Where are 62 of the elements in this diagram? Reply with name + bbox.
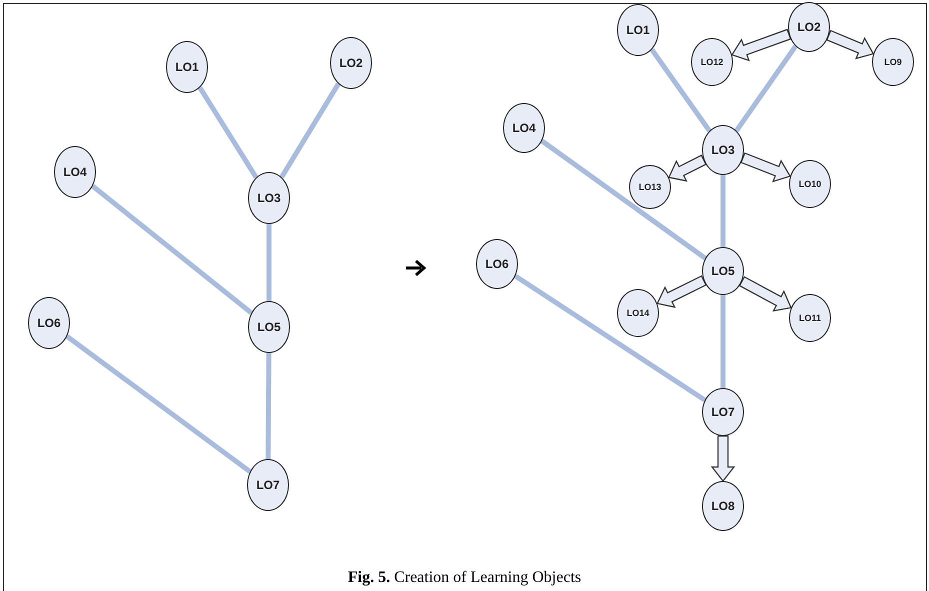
connector-line <box>650 48 712 132</box>
node-label: LO8 <box>711 500 735 512</box>
block-arrow <box>740 152 791 182</box>
node-ellipse <box>476 239 518 289</box>
connector-line <box>734 44 798 132</box>
connector-line <box>66 334 252 474</box>
node-label: LO5 <box>711 265 735 277</box>
block-arrow <box>656 275 707 308</box>
connector-line <box>91 184 253 315</box>
node-ellipse <box>789 294 831 342</box>
node-ellipse <box>248 172 290 224</box>
node-label: LO4 <box>512 122 536 134</box>
node-label: LO10 <box>798 180 822 188</box>
node-ellipse <box>503 103 545 153</box>
node-label: LO2 <box>339 57 363 69</box>
node-label: LO6 <box>37 317 61 329</box>
node-label: LO1 <box>175 61 199 73</box>
node-label: LO3 <box>257 192 281 204</box>
node-ellipse <box>872 38 914 86</box>
node-ellipse <box>166 41 208 93</box>
node-label: LO1 <box>626 24 650 36</box>
node-ellipse <box>691 38 733 86</box>
block-arrow <box>738 276 792 312</box>
node-label: LO7 <box>711 406 735 418</box>
node-label: LO3 <box>711 144 735 156</box>
node-ellipse <box>28 297 70 349</box>
node-label: LO13 <box>638 182 662 192</box>
node-label: LO4 <box>63 166 87 178</box>
node-label: LO9 <box>884 58 902 66</box>
node-ellipse <box>702 247 744 295</box>
node-label: LO6 <box>485 258 509 270</box>
block-arrow <box>668 154 707 182</box>
node-ellipse <box>330 37 372 89</box>
block-arrow <box>826 30 874 60</box>
node-label: LO7 <box>256 479 280 491</box>
node-label: LO14 <box>626 308 650 318</box>
connector-line <box>720 175 726 247</box>
node-label: LO11 <box>798 314 821 322</box>
connector-line <box>266 224 272 301</box>
connector-line <box>720 295 726 388</box>
connector-line <box>266 352 272 460</box>
node-ellipse <box>248 301 290 353</box>
node-ellipse <box>54 146 96 198</box>
connector-line <box>514 274 706 402</box>
block-arrow <box>710 435 736 482</box>
node-label: LO2 <box>797 21 821 33</box>
node-ellipse <box>629 165 671 209</box>
node-ellipse <box>702 125 744 175</box>
connector-line <box>279 82 341 179</box>
figure-caption: Fig. 5. Creation of Learning Objects <box>348 568 582 588</box>
node-ellipse <box>702 388 744 436</box>
node-ellipse <box>617 4 659 56</box>
block-arrow <box>731 28 792 62</box>
node-ellipse <box>617 289 659 337</box>
node-label: LO5 <box>257 321 281 333</box>
node-ellipse <box>788 2 830 52</box>
node-ellipse <box>247 459 289 511</box>
node-label: LO12 <box>700 58 724 66</box>
connector-line <box>540 138 707 260</box>
node-ellipse <box>789 160 831 208</box>
connector-line <box>198 86 258 179</box>
node-ellipse <box>702 481 744 531</box>
